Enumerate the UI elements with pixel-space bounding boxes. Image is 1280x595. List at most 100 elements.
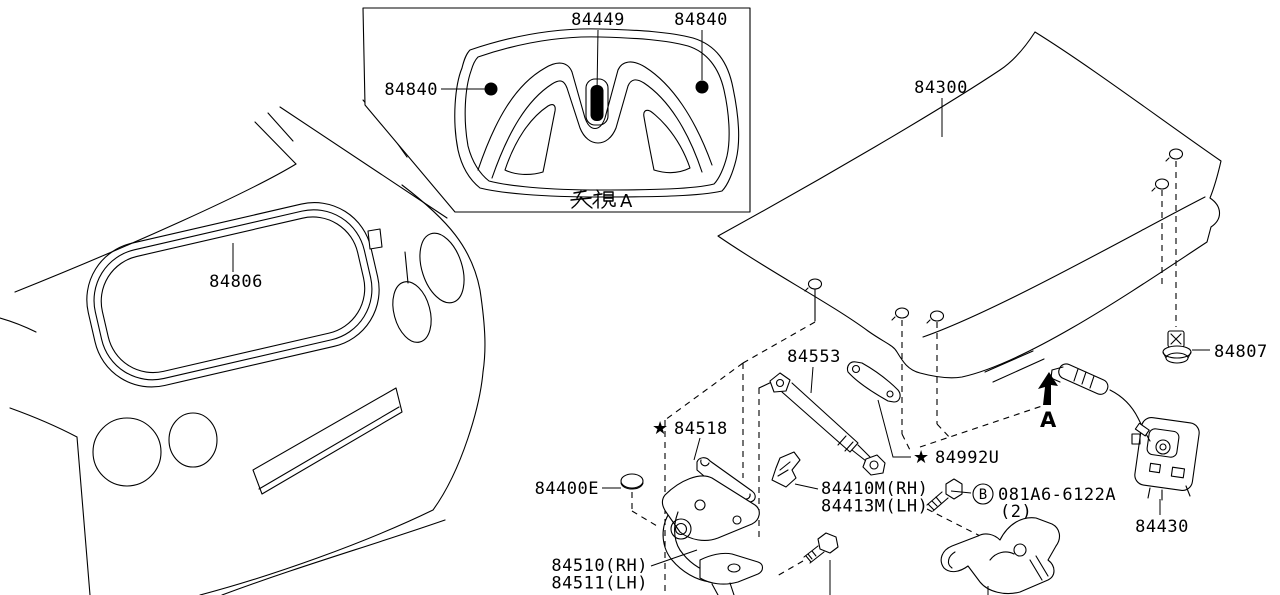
part-number-text: 84806: [209, 272, 263, 292]
lid-clips: [804, 148, 1184, 324]
label-84510-84511: 84510(RH)84511(LH): [551, 549, 698, 594]
label-84840-left: 84840: [384, 80, 485, 100]
label-84400E: 84400E: [535, 479, 621, 499]
cable-clip: [1134, 422, 1150, 437]
lid-crease: [922, 196, 1206, 338]
latch-slot-84449: [590, 85, 604, 121]
latch-84430: [1131, 417, 1200, 501]
leader-line: [877, 399, 911, 458]
left-bumper-corner: [76, 436, 91, 595]
part-quantity-text: (2): [1000, 502, 1032, 522]
part-number-text: 84413M(LH): [821, 497, 928, 517]
label-84410M-84413M: 84410M(RH)84413M(LH): [794, 479, 928, 517]
license-recess-inner: [258, 406, 400, 490]
bolt-dot-84840-right: [695, 80, 709, 94]
part-number-text: 84400E: [535, 479, 599, 499]
label-84518: ★84518: [652, 418, 727, 461]
part-number-text: 84992U: [935, 448, 999, 468]
plug-84400e: [620, 473, 658, 527]
strut-rod: [851, 444, 871, 462]
bolt-081a6: [926, 478, 989, 541]
clip-icon: [807, 278, 823, 290]
seal-mid: [93, 209, 373, 381]
link-bar: [846, 361, 901, 403]
cable-anchor: [1131, 433, 1141, 445]
strut-top-fitting: [769, 372, 791, 393]
label-84300: 84300: [914, 78, 968, 137]
label-84553: 84553: [787, 347, 841, 394]
part-number-text: 84553: [787, 347, 841, 367]
taillight-outer-left: [92, 417, 162, 487]
leader-line: [810, 366, 814, 394]
clip-icon: [1168, 148, 1184, 160]
strut-body: [781, 382, 859, 453]
strut-84553: [769, 372, 886, 476]
label-84840-right: 84840: [674, 10, 728, 80]
license-recess: [252, 387, 403, 495]
seal-outer: [86, 202, 380, 388]
label-84807: 84807: [1192, 342, 1267, 362]
car-rear-view: [0, 99, 486, 595]
part-number-text: 84430: [1135, 517, 1189, 537]
taillight-outer-right: [419, 232, 465, 304]
label-84430: 84430: [1135, 499, 1189, 537]
circled-prefix-icon: [972, 483, 994, 505]
lid-inner-offset: [464, 36, 730, 191]
view-arrow-letter: A: [1040, 408, 1057, 432]
leader-line: [950, 490, 972, 494]
clip-icon: [894, 307, 910, 319]
bolt-head: [945, 478, 963, 500]
roof-line: [279, 106, 448, 219]
hinge-arm: [662, 514, 711, 583]
part-number-text: 84449: [571, 10, 625, 30]
bracket-84410m: [771, 451, 801, 488]
part-number-text: 081A6-6122A: [998, 485, 1116, 505]
rib-lower: [491, 79, 703, 179]
link-84992u: [846, 361, 901, 403]
part-number-text: 84510(RH): [551, 556, 648, 576]
release-handle: [1050, 363, 1151, 442]
right-fender: [199, 184, 486, 595]
handle-tip: [1050, 366, 1064, 383]
part-number-text: 84511(LH): [551, 574, 648, 594]
bolt-shaft: [803, 545, 825, 564]
part-number-text: 84410M(RH): [821, 479, 928, 499]
leader-line: [794, 483, 819, 490]
latch-body: [1134, 417, 1200, 491]
label-84992U: ★ 84992U: [877, 399, 999, 468]
bracket-clip: [771, 451, 801, 488]
roof-line-2: [267, 112, 294, 142]
hinge-lower-bracket: [699, 552, 764, 585]
bolt-dot-84840-left: [484, 82, 498, 96]
striker-assembly: [940, 517, 1061, 595]
part-number-text: 84840: [674, 10, 728, 30]
hinge-bolt: [776, 532, 839, 595]
labels-layer: 84449 84840 84840 84300 84806 84553 ★84518 8440…: [209, 10, 1267, 594]
rib-upper: [477, 61, 713, 171]
leader-line: [596, 29, 599, 93]
grommet-84807: [1162, 330, 1192, 364]
star-icon: ★: [913, 447, 929, 468]
inset-box: A: [362, 7, 751, 213]
bumper-inner-line: [221, 519, 446, 595]
trunk-opening-seal: [86, 202, 380, 388]
bolt-shaft: [926, 491, 949, 512]
opening-notch: [367, 228, 383, 250]
star-icon: ★: [652, 418, 668, 439]
striker-body: [940, 517, 1061, 595]
roof-line-3: [254, 121, 297, 165]
arrow-up-icon: [1038, 372, 1058, 405]
left-quarter-edge: [14, 163, 297, 293]
inset-frame: [362, 7, 751, 213]
hinge-plate: [661, 475, 760, 541]
left-body-line: [0, 317, 37, 333]
strut-rod-end: [862, 454, 886, 476]
inset-caption-kanji: [570, 189, 616, 209]
part-number-text: 84300: [914, 78, 968, 98]
leader-line: [693, 437, 701, 461]
clip-icon: [929, 310, 945, 322]
left-bumper-edge: [9, 407, 78, 438]
